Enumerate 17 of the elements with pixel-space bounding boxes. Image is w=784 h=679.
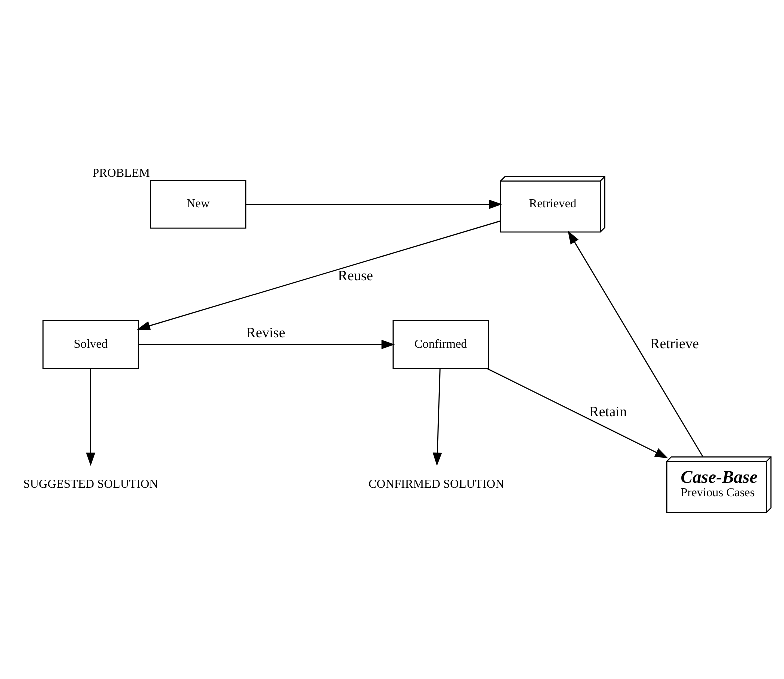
edge-label: Retain (590, 404, 628, 420)
arrow (568, 230, 704, 457)
arrow (86, 368, 96, 466)
arrow (486, 368, 668, 458)
arrow (432, 368, 442, 466)
node-box: Confirmed (392, 320, 490, 369)
edge-label: Reuse (338, 268, 374, 284)
node-text: SUGGESTED SOLUTION (23, 476, 158, 490)
node-text: CONFIRMED SOLUTION (368, 476, 504, 490)
node-label: PROBLEM (92, 166, 150, 180)
edge-label: Revise (246, 324, 286, 341)
node-box: New (150, 180, 247, 228)
edge-label: Retrieve (650, 336, 700, 352)
node-box: Solved (42, 320, 140, 369)
arrow (137, 220, 501, 330)
arrow (138, 340, 396, 349)
arrow (246, 199, 502, 209)
